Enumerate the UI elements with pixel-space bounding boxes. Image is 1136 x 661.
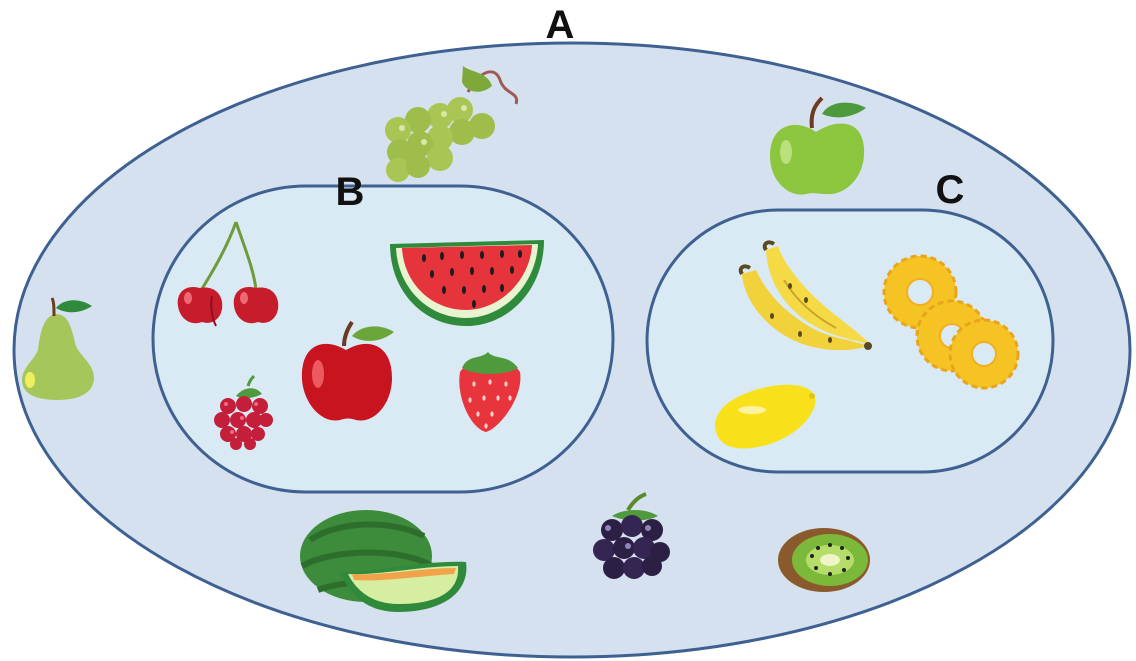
set-c-label: C [936,168,965,212]
set-a-label: A [546,3,575,47]
set-b-label: B [336,170,365,214]
kiwi-icon [778,528,870,592]
set-b-region [153,186,613,492]
